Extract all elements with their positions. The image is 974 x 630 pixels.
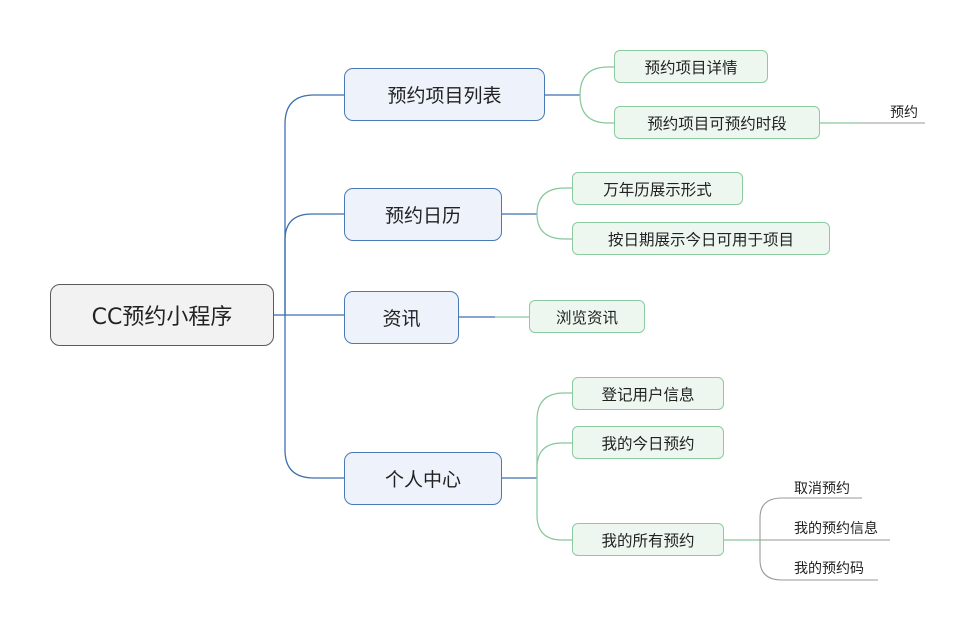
topic-label: 按日期展示今日可用于项目 xyxy=(607,230,794,249)
topic-label: 预约项目可预约时段 xyxy=(647,114,787,133)
leaf-label: 我的预约码 xyxy=(794,561,864,577)
connector-root-to-yuyuerili xyxy=(284,213,344,315)
topic-wodejinriyuyue[interactable]: 我的今日预约 xyxy=(572,426,724,459)
topic-label: 浏览资讯 xyxy=(555,308,618,327)
topic-label: 万年历展示形式 xyxy=(603,180,712,199)
topic-label: 预约项目详情 xyxy=(644,58,738,77)
branch-label: 资讯 xyxy=(382,308,421,330)
topic-liulanzixun[interactable]: 浏览资讯 xyxy=(529,300,645,333)
connector-to-quxiaoyuyue xyxy=(759,497,862,540)
topic-anriqizhanshi[interactable]: 按日期展示今日可用于项目 xyxy=(572,222,830,255)
leaf-wodeyuyuexinxi[interactable]: 我的预约信息 xyxy=(794,518,878,538)
topic-label: 我的今日预约 xyxy=(601,434,695,453)
topic-wodesuoyouyuyue[interactable]: 我的所有预约 xyxy=(572,523,724,556)
root-node-label: CC预约小程序 xyxy=(91,305,233,330)
branch-yuyuerili[interactable]: 预约日历 xyxy=(344,188,502,241)
topic-yuyuexiangmuxiangqing[interactable]: 预约项目详情 xyxy=(614,50,768,83)
branch-zixun[interactable]: 资讯 xyxy=(344,291,459,344)
leaf-label: 取消预约 xyxy=(794,481,850,497)
branch-yuyuexiangmuliebiao[interactable]: 预约项目列表 xyxy=(344,68,545,121)
connector-to-wannianli xyxy=(536,187,572,215)
leaf-quxiaoyuyue[interactable]: 取消预约 xyxy=(794,478,850,498)
branch-label: 个人中心 xyxy=(384,469,461,491)
connector-to-wodeyuyuema xyxy=(759,540,878,581)
connector-to-anriqi xyxy=(536,213,572,240)
leaf-label: 我的预约信息 xyxy=(794,521,878,537)
connector-to-kyuyueshiduan xyxy=(579,94,614,124)
topic-label: 我的所有预约 xyxy=(601,531,695,550)
branch-gerenzhongxin[interactable]: 个人中心 xyxy=(344,452,502,505)
topic-wanniianlizhanshixingshi[interactable]: 万年历展示形式 xyxy=(572,172,743,205)
connector-root-to-gerenzhongxin xyxy=(284,315,344,479)
connector-to-dengji xyxy=(536,392,572,478)
leaf-label: 预约 xyxy=(890,105,918,121)
leaf-wodeyuyuema[interactable]: 我的预约码 xyxy=(794,558,864,578)
connector-to-yuyuexiangmuxiangqing xyxy=(579,66,614,96)
topic-label: 登记用户信息 xyxy=(601,385,695,404)
topic-yuyuexiangmukeyuyueshiduan[interactable]: 预约项目可预约时段 xyxy=(614,106,820,139)
root-node[interactable]: CC预约小程序 xyxy=(50,284,274,346)
connector-to-suoyouyuyue xyxy=(536,478,572,541)
branch-label: 预约项目列表 xyxy=(387,85,502,107)
topic-dengjiyonghuxinxi[interactable]: 登记用户信息 xyxy=(572,377,724,410)
branch-label: 预约日历 xyxy=(384,205,461,227)
connector-to-jinriyuyue xyxy=(536,442,572,478)
connector-root-to-yuyuexiangmuliebiao xyxy=(284,94,344,315)
leaf-yuyue[interactable]: 预约 xyxy=(890,102,918,122)
